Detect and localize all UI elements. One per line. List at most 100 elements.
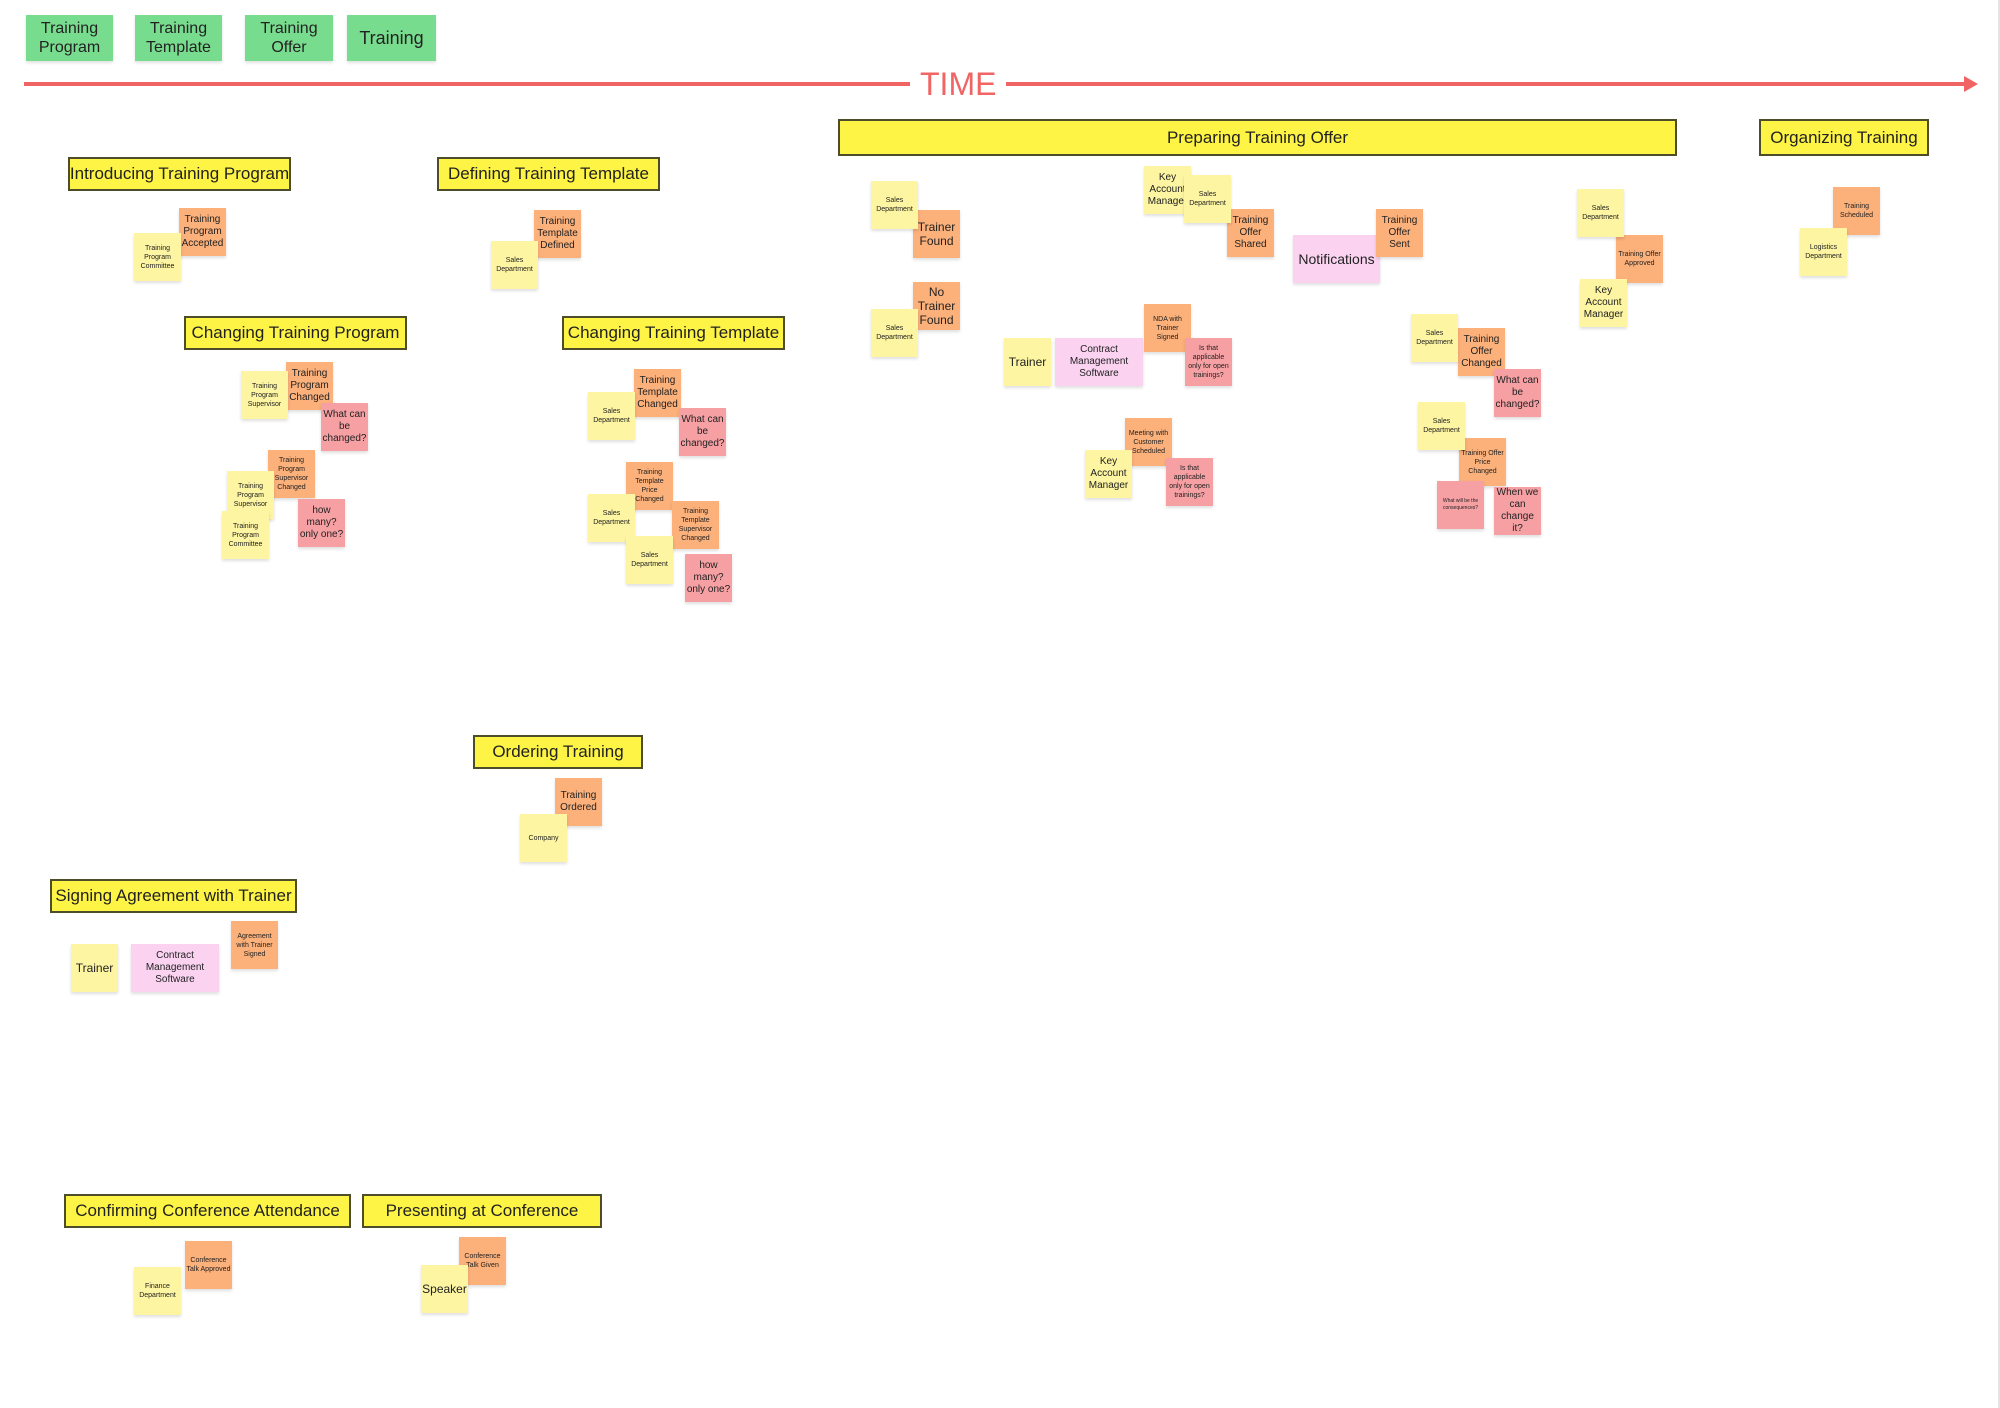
event-note[interactable]: Training Program Changed bbox=[286, 362, 333, 410]
actor-note[interactable]: Trainer bbox=[1004, 338, 1051, 386]
header-changing-training-template[interactable]: Changing Training Template bbox=[562, 316, 785, 350]
actor-note[interactable]: Logistics Department bbox=[1800, 228, 1847, 276]
legend-training-offer[interactable]: Training Offer bbox=[245, 15, 333, 61]
event-note[interactable]: Training Offer Shared bbox=[1227, 209, 1274, 257]
question-note[interactable]: What can be changed? bbox=[1494, 369, 1541, 417]
note-text: What will be the consequences? bbox=[1442, 498, 1479, 511]
note-text: Finance Department bbox=[139, 1283, 176, 1299]
actor-note[interactable]: Sales Department bbox=[588, 494, 635, 542]
note-text: Training Program Committee bbox=[140, 244, 175, 270]
event-note[interactable]: Conference Talk Approved bbox=[185, 1241, 232, 1289]
actor-note[interactable]: Training Program Committee bbox=[134, 233, 181, 281]
note-text: Conference Talk Approved bbox=[186, 1257, 231, 1273]
note-text: What can be changed? bbox=[1495, 375, 1540, 410]
note-text: NDA with Trainer Signed bbox=[1153, 315, 1182, 341]
timeline-arrowhead-icon bbox=[1964, 76, 1978, 92]
header-introducing-training-program[interactable]: Introducing Training Program bbox=[68, 157, 291, 191]
question-note[interactable]: When we can change it? bbox=[1494, 487, 1541, 535]
event-note[interactable]: Training Program Accepted bbox=[179, 208, 226, 256]
actor-note[interactable]: Sales Department bbox=[1411, 314, 1458, 362]
legend-training[interactable]: Training bbox=[347, 15, 436, 61]
event-note[interactable]: Training Offer Price Changed bbox=[1459, 438, 1506, 486]
system-note[interactable]: Notifications bbox=[1293, 235, 1380, 283]
question-note[interactable]: What will be the consequences? bbox=[1437, 481, 1484, 529]
question-note[interactable]: What can be changed? bbox=[321, 403, 368, 451]
question-note[interactable]: Is that applicable only for open trainin… bbox=[1166, 458, 1213, 506]
header-defining-training-template[interactable]: Defining Training Template bbox=[437, 157, 660, 191]
actor-note[interactable]: Sales Department bbox=[1418, 402, 1465, 450]
question-note[interactable]: What can be changed? bbox=[679, 408, 726, 456]
timeline-label: TIME bbox=[910, 64, 1007, 104]
event-note[interactable]: Training Template Changed bbox=[634, 369, 681, 417]
note-text: What can be changed? bbox=[680, 414, 725, 449]
actor-note[interactable]: Sales Department bbox=[871, 309, 918, 357]
system-note[interactable]: Contract Management Software bbox=[131, 944, 219, 992]
event-note[interactable]: Training Offer Approved bbox=[1616, 235, 1663, 283]
header-changing-training-program[interactable]: Changing Training Program bbox=[184, 316, 407, 350]
header-preparing-training-offer[interactable]: Preparing Training Offer bbox=[838, 119, 1677, 156]
actor-note[interactable]: Key Account Manager bbox=[1085, 450, 1132, 498]
actor-note[interactable]: Training Program Committee bbox=[222, 511, 269, 559]
note-text: Sales Department bbox=[876, 325, 913, 341]
header-signing-agreement[interactable]: Signing Agreement with Trainer bbox=[50, 879, 297, 913]
actor-note[interactable]: Key Account Manager bbox=[1580, 279, 1627, 327]
note-text: Is that applicable only for open trainin… bbox=[1169, 465, 1210, 499]
canvas-edge bbox=[1998, 0, 2000, 1408]
system-note[interactable]: Contract Management Software bbox=[1055, 338, 1143, 386]
note-text: Training Template Supervisor Changed bbox=[678, 508, 713, 542]
event-note[interactable]: NDA with Trainer Signed bbox=[1144, 304, 1191, 352]
note-text: Training Offer Shared bbox=[1232, 215, 1269, 250]
actor-note[interactable]: Trainer bbox=[71, 944, 118, 992]
question-note[interactable]: how many? only one? bbox=[298, 499, 345, 547]
actor-note[interactable]: Sales Department bbox=[588, 392, 635, 440]
header-organizing-training[interactable]: Organizing Training bbox=[1759, 119, 1929, 156]
note-text: Contract Management Software bbox=[1069, 344, 1129, 379]
event-note[interactable]: Training Template Defined bbox=[534, 210, 581, 258]
header-ordering-training[interactable]: Ordering Training bbox=[473, 735, 643, 769]
note-text: Sales Department bbox=[1582, 205, 1619, 221]
event-note[interactable]: Trainer Found bbox=[913, 210, 960, 258]
actor-note[interactable]: Sales Department bbox=[871, 181, 918, 229]
note-text: Trainer Found bbox=[917, 220, 956, 248]
actor-note[interactable]: Sales Department bbox=[626, 536, 673, 584]
legend-label: Training Template bbox=[146, 20, 211, 56]
note-text: Training Program Supervisor bbox=[233, 482, 268, 508]
event-note[interactable]: Training Program Supervisor Changed bbox=[268, 450, 315, 498]
actor-note[interactable]: Speaker bbox=[421, 1265, 468, 1313]
legend-training-template[interactable]: Training Template bbox=[135, 15, 222, 61]
note-text: Training Program Accepted bbox=[181, 214, 224, 249]
legend-training-program[interactable]: Training Program bbox=[26, 15, 113, 61]
note-text: Key Account Manager bbox=[1147, 172, 1188, 207]
note-text: Training Offer Changed bbox=[1461, 334, 1502, 369]
actor-note[interactable]: Sales Department bbox=[1184, 175, 1231, 223]
note-text: Training Offer Price Changed bbox=[1461, 449, 1504, 475]
note-text: Training Program Changed bbox=[289, 368, 330, 403]
note-text: Training Program Supervisor Changed bbox=[274, 457, 309, 491]
header-presenting-at-conference[interactable]: Presenting at Conference bbox=[362, 1194, 602, 1228]
note-text: Agreement with Trainer Signed bbox=[236, 932, 273, 958]
event-note[interactable]: Agreement with Trainer Signed bbox=[231, 921, 278, 969]
note-text: Training Scheduled bbox=[1839, 203, 1874, 219]
actor-note[interactable]: Key Account Manager bbox=[1144, 166, 1191, 214]
note-text: Sales Department bbox=[1423, 418, 1460, 434]
event-note[interactable]: Training Scheduled bbox=[1833, 187, 1880, 235]
actor-note[interactable]: Finance Department bbox=[134, 1267, 181, 1315]
question-note[interactable]: how many? only one? bbox=[685, 554, 732, 602]
event-note[interactable]: Training Offer Changed bbox=[1458, 328, 1505, 376]
actor-note[interactable]: Company bbox=[520, 814, 567, 862]
note-text: Training Offer Sent bbox=[1381, 215, 1418, 250]
note-text: Training Template Price Changed bbox=[635, 469, 664, 503]
actor-note[interactable]: Sales Department bbox=[1577, 189, 1624, 237]
note-text: No Trainer Found bbox=[917, 285, 956, 327]
note-text: Trainer bbox=[75, 961, 114, 975]
actor-note[interactable]: Training Program Supervisor bbox=[241, 371, 288, 419]
event-note[interactable]: Training Offer Sent bbox=[1376, 209, 1423, 257]
note-text: Training Offer Approved bbox=[1618, 251, 1661, 267]
event-note[interactable]: No Trainer Found bbox=[913, 282, 960, 330]
note-text: Is that applicable only for open trainin… bbox=[1188, 345, 1229, 379]
question-note[interactable]: Is that applicable only for open trainin… bbox=[1185, 338, 1232, 386]
actor-note[interactable]: Sales Department bbox=[491, 241, 538, 289]
event-note[interactable]: Meeting with Customer Scheduled bbox=[1125, 418, 1172, 466]
event-note[interactable]: Training Template Supervisor Changed bbox=[672, 501, 719, 549]
header-confirming-conference-attendance[interactable]: Confirming Conference Attendance bbox=[64, 1194, 351, 1228]
